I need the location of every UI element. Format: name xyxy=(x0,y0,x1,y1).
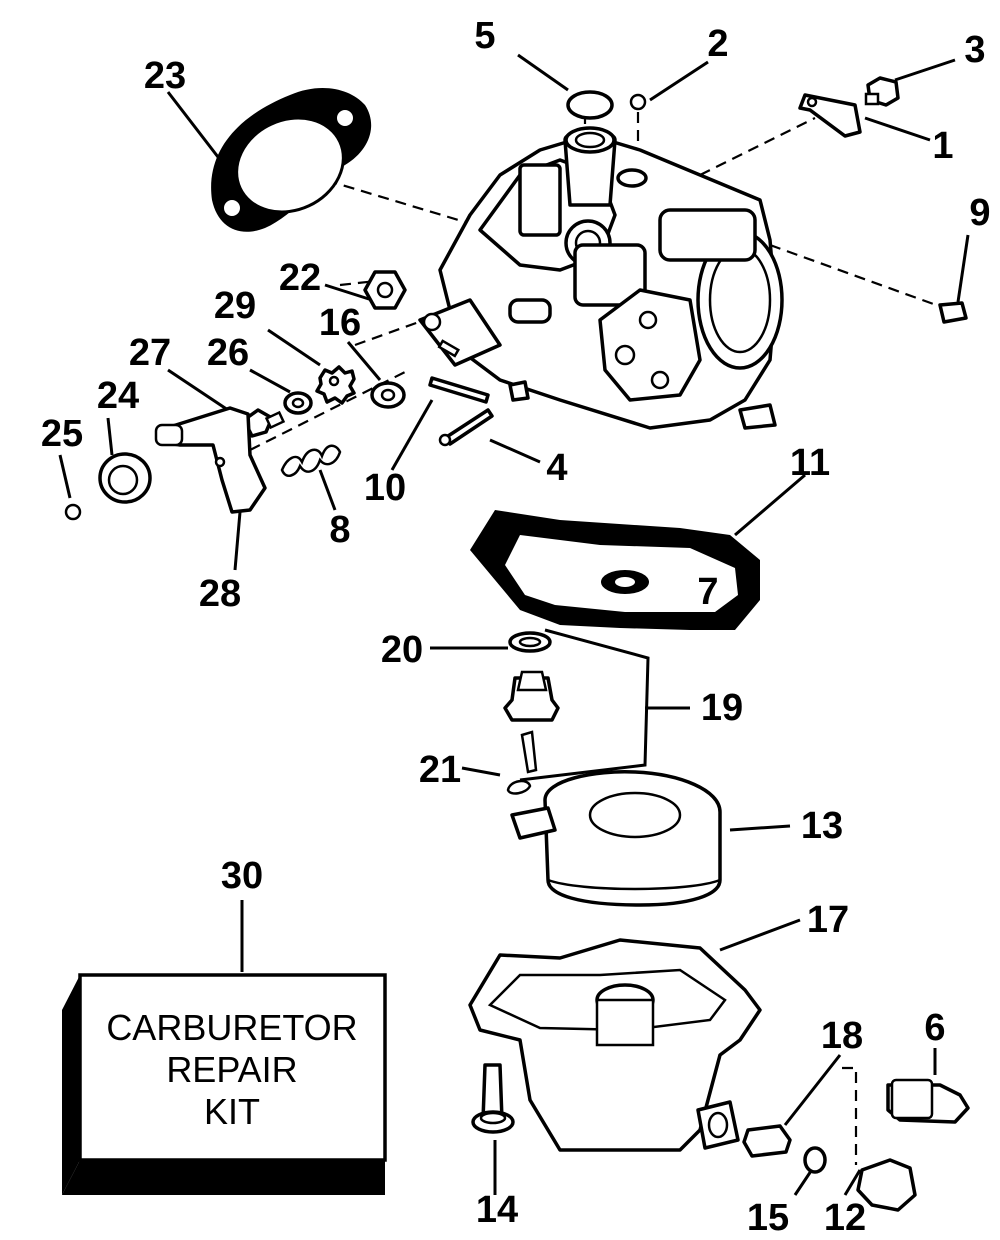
callout-12: 12 xyxy=(824,1197,866,1239)
gasket-11 xyxy=(470,510,760,630)
callout-24: 24 xyxy=(97,375,139,417)
screw-12 xyxy=(856,1158,917,1212)
plug-5 xyxy=(566,90,614,120)
kit-line-2: REPAIR xyxy=(166,1049,297,1090)
callout-27: 27 xyxy=(129,332,171,374)
callout-18: 18 xyxy=(821,1015,863,1057)
spring-8 xyxy=(280,444,342,478)
callout-25: 25 xyxy=(41,413,83,455)
kit-line-1: CARBURETOR xyxy=(106,1007,357,1048)
needle-19 xyxy=(520,730,538,774)
callout-9: 9 xyxy=(969,192,990,234)
callout-21: 21 xyxy=(419,749,461,791)
callout-5: 5 xyxy=(474,15,495,57)
pin-4 xyxy=(443,408,494,446)
callout-30: 30 xyxy=(221,855,263,897)
callout-29: 29 xyxy=(214,285,256,327)
callout-10: 10 xyxy=(364,467,406,509)
leader-lines xyxy=(58,53,970,1196)
callout-3: 3 xyxy=(964,29,985,71)
repair-kit-box: CARBURETOR REPAIR KIT xyxy=(62,973,387,1195)
linkage-parts xyxy=(64,270,494,521)
callout-1: 1 xyxy=(932,125,953,167)
callout-20: 20 xyxy=(381,629,423,671)
clip-21 xyxy=(506,779,532,795)
callout-8: 8 xyxy=(329,509,350,551)
ball-2 xyxy=(629,93,647,111)
screw-9 xyxy=(938,301,968,324)
callout-7: 7 xyxy=(697,571,718,613)
callout-26: 26 xyxy=(207,332,249,374)
carburetor-body xyxy=(418,126,784,430)
callout-numbers: 1 2 3 4 5 6 7 8 9 10 11 12 13 14 15 16 1… xyxy=(41,15,991,1239)
callout-23: 23 xyxy=(144,55,186,97)
callout-22: 22 xyxy=(279,257,321,299)
small-parts-top xyxy=(566,76,968,324)
callout-15: 15 xyxy=(747,1197,789,1239)
callout-11: 11 xyxy=(790,442,830,484)
callout-4: 4 xyxy=(546,447,567,489)
callout-19: 19 xyxy=(701,687,743,729)
callout-28: 28 xyxy=(199,573,241,615)
lever-28 xyxy=(158,406,267,514)
callout-16: 16 xyxy=(319,302,361,344)
callout-6: 6 xyxy=(924,1007,945,1049)
gasket-23 xyxy=(211,87,372,232)
callout-17: 17 xyxy=(807,899,849,941)
pin-10 xyxy=(428,376,490,404)
callout-14: 14 xyxy=(476,1189,518,1231)
float-bowl-17 xyxy=(468,938,762,1152)
callout-13: 13 xyxy=(801,805,843,847)
needle-seat-parts xyxy=(503,631,560,795)
kit-line-3: KIT xyxy=(204,1091,260,1132)
float-13 xyxy=(510,770,722,907)
washer-15 xyxy=(803,1146,827,1174)
callout-2: 2 xyxy=(707,23,728,65)
small-parts-bottom xyxy=(471,1063,970,1212)
ring-25 xyxy=(64,503,82,521)
jet-18 xyxy=(742,1124,792,1158)
